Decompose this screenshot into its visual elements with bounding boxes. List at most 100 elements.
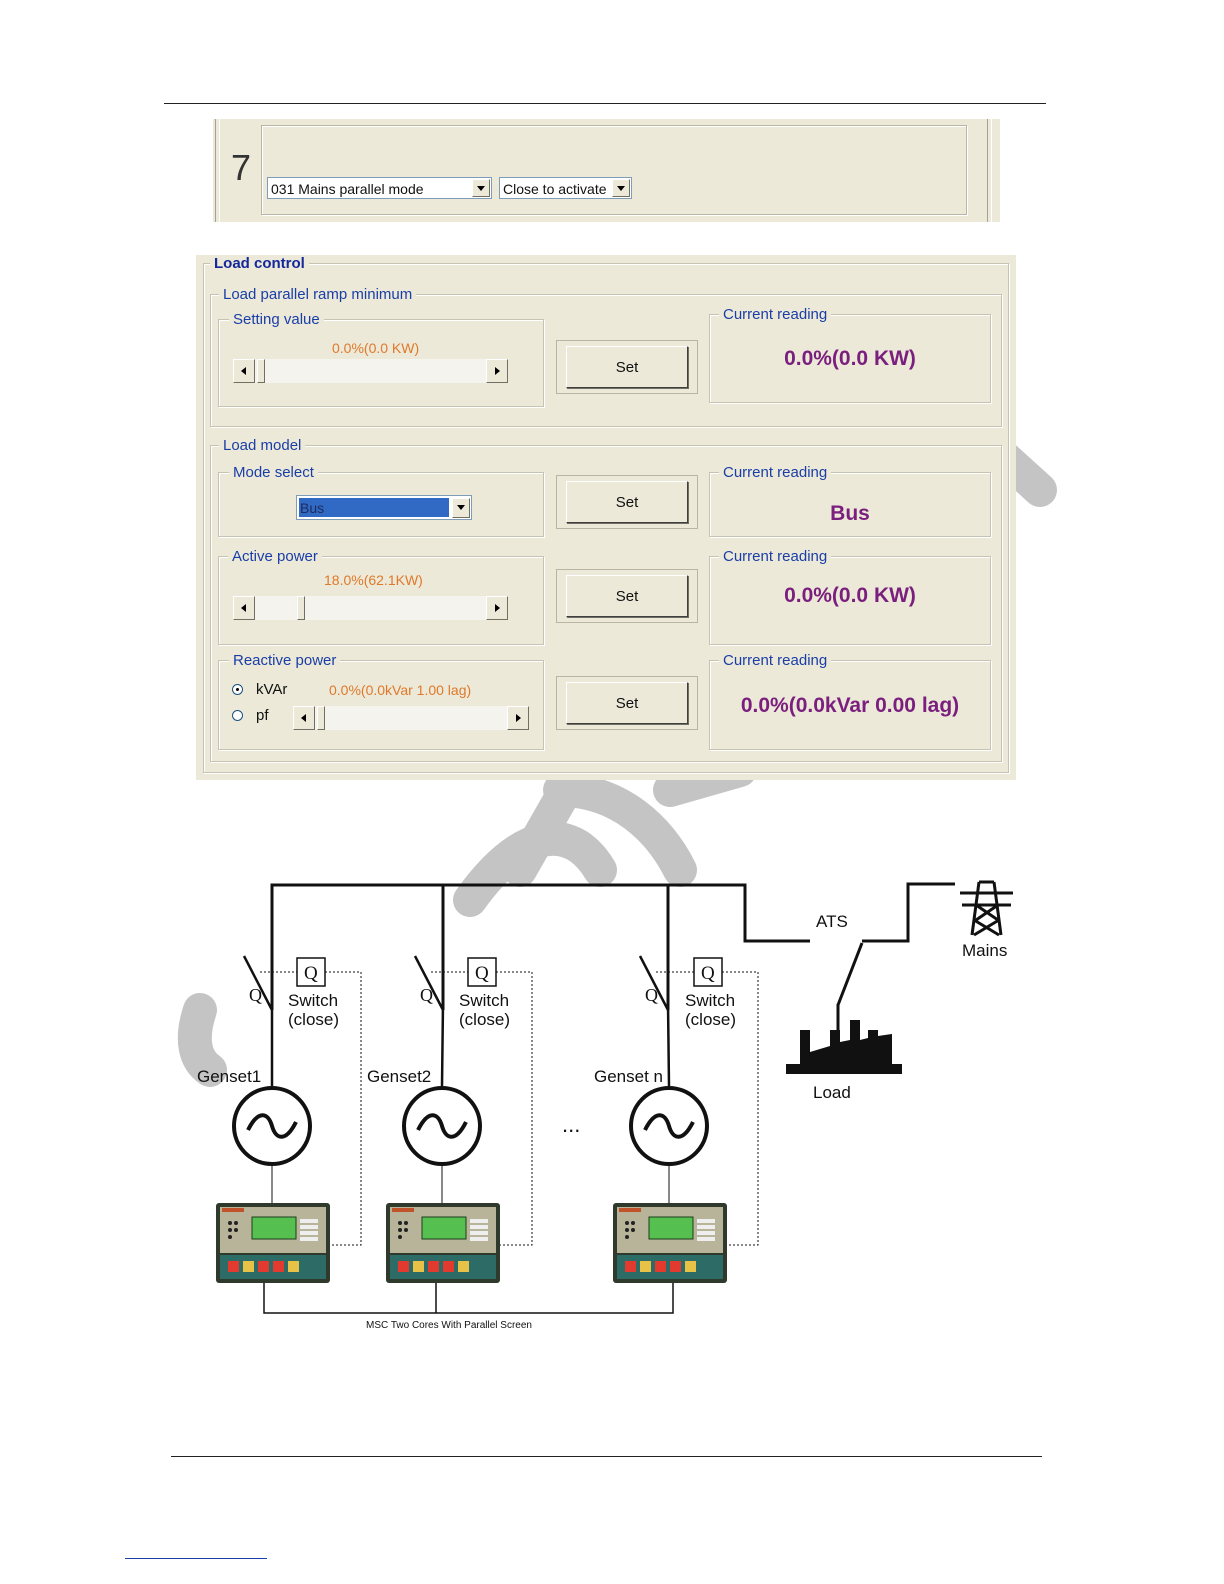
sine-wave-icon <box>416 1113 468 1139</box>
reactive-set-button[interactable]: Set <box>566 682 688 724</box>
active-power-slider[interactable] <box>233 596 508 620</box>
input-row-number: 7 <box>231 147 252 188</box>
kvar-radio-label: kVAr <box>256 681 288 698</box>
activation-value: Close to activate <box>503 181 607 197</box>
main-busbar <box>270 883 810 1010</box>
active-power-box <box>218 556 544 645</box>
reactive-power-slider[interactable] <box>293 706 529 730</box>
active-slider-thumb[interactable] <box>297 596 306 620</box>
scroll-left-arrow-icon[interactable] <box>233 359 255 383</box>
input-function-select[interactable]: 031 Mains parallel mode <box>267 177 492 199</box>
switch-q-box <box>693 957 723 987</box>
mode-reading-value: Bus <box>830 502 870 525</box>
breaker-q-label: Q <box>645 985 658 1005</box>
breaker-feed <box>440 1002 445 1087</box>
active-set-button[interactable]: Set <box>566 575 688 617</box>
ramp-setting-title: Setting value <box>229 311 324 329</box>
reactive-reading-box <box>709 660 991 750</box>
load-control-group <box>203 263 1009 773</box>
scroll-left-arrow-icon[interactable] <box>233 596 255 620</box>
pylon-icon <box>960 880 1013 937</box>
load-model-title: Load model <box>219 437 306 455</box>
active-setting-value: 18.0%(62.1KW) <box>324 572 423 588</box>
sine-wave-icon <box>246 1113 298 1139</box>
breaker-blade <box>413 955 445 1011</box>
scroll-right-arrow-icon[interactable] <box>486 596 508 620</box>
ramp-group <box>210 294 1002 427</box>
reactive-reading-title: Current reading <box>719 652 832 670</box>
breaker-feed <box>666 1002 671 1087</box>
ats-label: ATS <box>816 912 848 931</box>
controller-module <box>612 1202 728 1284</box>
mode-select-dropdown[interactable]: Bus <box>296 495 472 520</box>
input-function-value: 031 Mains parallel mode <box>271 181 424 197</box>
controller-module <box>215 1202 331 1284</box>
scroll-left-arrow-icon[interactable] <box>293 706 315 730</box>
active-reading-title: Current reading <box>719 548 832 566</box>
switch-q-box <box>296 957 326 987</box>
ramp-set-button-frame <box>556 340 698 394</box>
footer-rule <box>171 1456 1042 1457</box>
load-control-title: Load control <box>210 255 309 273</box>
ramp-reading-title: Current reading <box>719 306 832 324</box>
ramp-reading-box <box>709 314 991 403</box>
chevron-down-icon[interactable] <box>452 498 470 518</box>
scroll-right-arrow-icon[interactable] <box>486 359 508 383</box>
ramp-group-title: Load parallel ramp minimum <box>219 286 417 304</box>
mode-set-button[interactable]: Set <box>566 481 688 523</box>
mode-set-button-frame <box>556 475 698 529</box>
sine-wave-icon <box>643 1113 695 1139</box>
genset-label: Genset2 <box>367 1067 431 1086</box>
ellipsis: ... <box>562 1112 580 1137</box>
chevron-down-icon[interactable] <box>472 179 490 197</box>
panel-left-frame <box>215 119 220 222</box>
reactive-power-title: Reactive power <box>229 652 341 670</box>
breaker-blade <box>242 955 274 1011</box>
load-label: Load <box>813 1083 851 1102</box>
ramp-setting-box <box>218 319 544 407</box>
genset-label: Genset n <box>594 1067 663 1086</box>
pf-radio[interactable] <box>232 710 243 721</box>
switch-q-symbol: Q <box>304 963 318 984</box>
load-model-group <box>210 445 1002 762</box>
ramp-slider[interactable] <box>233 359 508 383</box>
panel-right-frame <box>987 119 992 222</box>
active-reading-box <box>709 556 991 645</box>
header-rule <box>164 103 1046 104</box>
reactive-power-box <box>218 660 544 750</box>
ramp-reading-value: 0.0%(0.0 KW) <box>784 347 916 370</box>
ramp-setting-value: 0.0%(0.0 KW) <box>332 340 420 356</box>
msc-bus-line <box>263 1283 674 1314</box>
switch-close-label: (close) <box>288 1010 339 1029</box>
feedback-wire <box>496 971 533 1246</box>
msc-caption: MSC Two Cores With Parallel Screen <box>366 1320 532 1331</box>
breaker-q-label: Q <box>249 985 262 1005</box>
feedback-wire <box>325 971 362 1246</box>
controller-module <box>385 1202 501 1284</box>
mode-select-box <box>218 472 544 537</box>
chevron-down-icon[interactable] <box>612 179 630 197</box>
switch-q-symbol: Q <box>475 963 489 984</box>
ramp-slider-thumb[interactable] <box>257 359 265 383</box>
breaker-q-label: Q <box>420 985 433 1005</box>
breaker-blade <box>638 955 670 1011</box>
active-reading-value: 0.0%(0.0 KW) <box>784 584 916 607</box>
genset-label: Genset1 <box>197 1067 261 1086</box>
reactive-reading-value: 0.0%(0.0kVar 0.00 lag) <box>740 694 960 717</box>
input-row-box <box>261 125 967 215</box>
footer-link-underline <box>125 1558 267 1559</box>
reactive-slider-thumb[interactable] <box>317 706 325 730</box>
switch-close-label: (close) <box>685 1010 736 1029</box>
mode-select-title: Mode select <box>229 464 318 482</box>
active-power-title: Active power <box>228 548 322 566</box>
ramp-set-button[interactable]: Set <box>566 346 688 388</box>
kvar-radio[interactable] <box>232 684 243 695</box>
reactive-setting-value: 0.0%(0.0kVar 1.00 lag) <box>329 682 472 698</box>
switch-label: Switch <box>288 991 338 1010</box>
mode-selected-value: Bus <box>300 500 325 516</box>
scroll-right-arrow-icon[interactable] <box>507 706 529 730</box>
active-set-button-frame <box>556 569 698 623</box>
activation-select[interactable]: Close to activate <box>499 177 632 199</box>
switch-close-label: (close) <box>459 1010 510 1029</box>
mode-reading-box <box>709 472 991 537</box>
